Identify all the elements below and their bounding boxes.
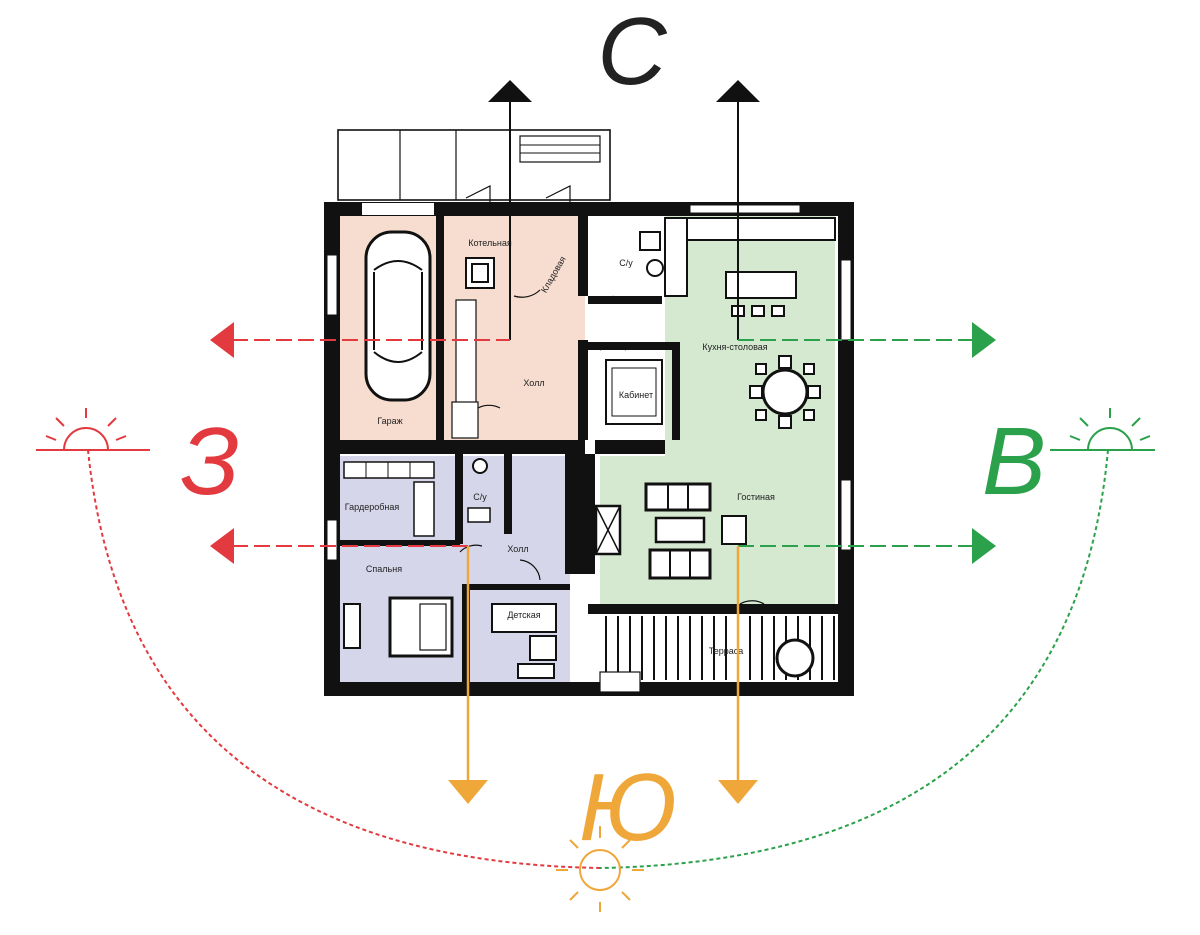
west-arrow-bottom [210, 528, 468, 564]
west-sun-arc [87, 449, 601, 869]
room-label-hall-top: Холл [523, 378, 544, 388]
dressing-shelves [343, 461, 435, 537]
door-swings [459, 185, 765, 605]
sunset-icon [36, 408, 150, 451]
bed [343, 596, 454, 658]
compass-east-label: В [982, 408, 1046, 515]
kitchen-counter [664, 217, 836, 297]
compass-west-label: З [181, 408, 240, 515]
room-label-bath-top: С/у [619, 258, 633, 268]
fireplace [594, 504, 622, 556]
east-zone-living [600, 456, 835, 606]
terrace-round-table [775, 638, 815, 678]
boiler-equipment [451, 257, 495, 439]
bottom-bathroom-fixtures [467, 458, 491, 523]
car-icon [364, 230, 432, 402]
outer-walls [324, 202, 854, 696]
sunrise-icon [1050, 408, 1155, 451]
room-label-garage: Гараж [377, 416, 402, 426]
room-label-living: Гостиная [737, 492, 775, 502]
south-arrow-right [718, 546, 758, 804]
porch-canopy [337, 129, 611, 201]
east-arrow-bottom [738, 528, 996, 564]
terrace-deck [596, 614, 838, 693]
south-arrow-left [448, 546, 488, 804]
room-label-dressing: Гардеробная [345, 502, 400, 512]
room-label-bath-bottom: С/у [473, 492, 487, 502]
room-label-boiler: Котельная [468, 238, 512, 248]
compass-south-label: Ю [579, 754, 677, 861]
living-sofa [644, 482, 747, 580]
room-label-nursery: Детская [507, 610, 540, 620]
north-arrow-left [488, 80, 532, 340]
room-label-bedroom: Спальня [366, 564, 402, 574]
compass-north-label: С [597, 0, 667, 105]
east-arrow-top [738, 322, 996, 358]
nursery-furniture [491, 603, 557, 679]
north-arrow-right [716, 80, 760, 340]
sun-icon [556, 826, 644, 912]
interior-walls [340, 216, 838, 682]
room-label-hall-bottom: Холл [507, 544, 528, 554]
east-sun-arc [599, 449, 1109, 869]
room-label-terrace: Терраса [709, 646, 744, 656]
room-label-kitchen: Кухня-столовая [702, 342, 767, 352]
dining-table-round [749, 355, 821, 429]
cabinet-desk [605, 359, 663, 425]
room-label-cabinet: Кабинет [619, 390, 653, 400]
west-arrow-top [210, 322, 510, 358]
